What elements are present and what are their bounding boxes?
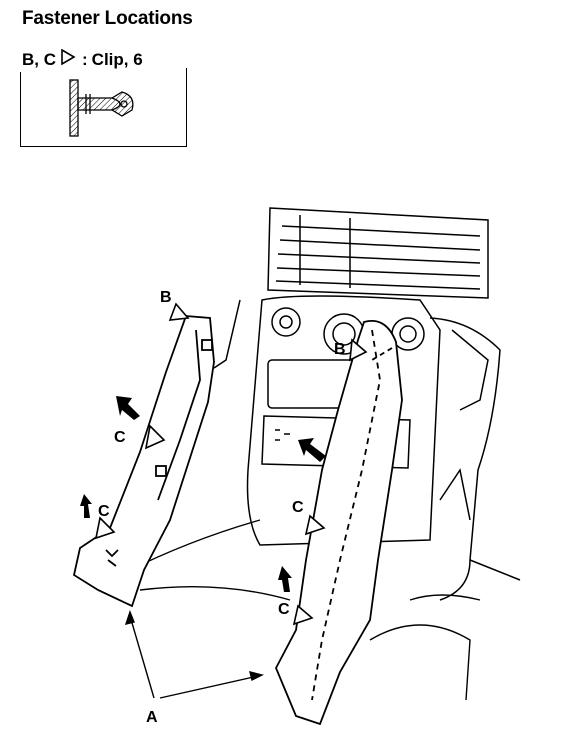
clip-detail-icon bbox=[69, 79, 134, 137]
removal-arrow-icon bbox=[116, 396, 140, 420]
clip-detail-box bbox=[20, 72, 187, 147]
left-pillar-trim bbox=[72, 315, 215, 608]
fastener-letters: B, C bbox=[22, 49, 56, 69]
callout-a: A bbox=[146, 709, 158, 726]
callout-c-left-lower: C bbox=[98, 503, 110, 520]
right-door-panel bbox=[429, 317, 521, 601]
callout-c-right-upper: C bbox=[292, 499, 304, 516]
clip-marker-c-right-upper bbox=[304, 514, 326, 536]
removal-arrows bbox=[80, 396, 326, 592]
fastener-description: Clip, 6 bbox=[91, 49, 143, 69]
clip-marker-c-left-upper bbox=[144, 424, 166, 450]
removal-arrow-icon bbox=[298, 438, 326, 462]
clip-marker-c-right-lower bbox=[292, 604, 314, 626]
dashboard-vent-grille bbox=[267, 207, 489, 299]
right-pillar-trim bbox=[275, 320, 403, 726]
fastener-legend: B, C : Clip, 6 bbox=[22, 48, 143, 70]
legend-separator: : bbox=[82, 49, 88, 69]
clip-triangle-icon bbox=[60, 48, 76, 70]
callout-b-right: B bbox=[334, 341, 346, 358]
removal-arrow-icon bbox=[278, 566, 292, 592]
page-title: Fastener Locations bbox=[22, 8, 193, 29]
clip-detail-box-edge bbox=[186, 68, 187, 146]
callout-c-left-upper: C bbox=[114, 429, 126, 446]
callout-b-left: B bbox=[160, 289, 172, 306]
clip-marker-c-left-lower bbox=[94, 516, 116, 540]
part-a-leaders bbox=[124, 609, 265, 699]
callout-c-right-lower: C bbox=[278, 601, 290, 618]
clip-marker-b-right bbox=[349, 338, 368, 362]
clip-markers bbox=[94, 302, 368, 626]
removal-arrow-icon bbox=[80, 494, 92, 518]
clip-marker-b-left bbox=[168, 302, 190, 321]
